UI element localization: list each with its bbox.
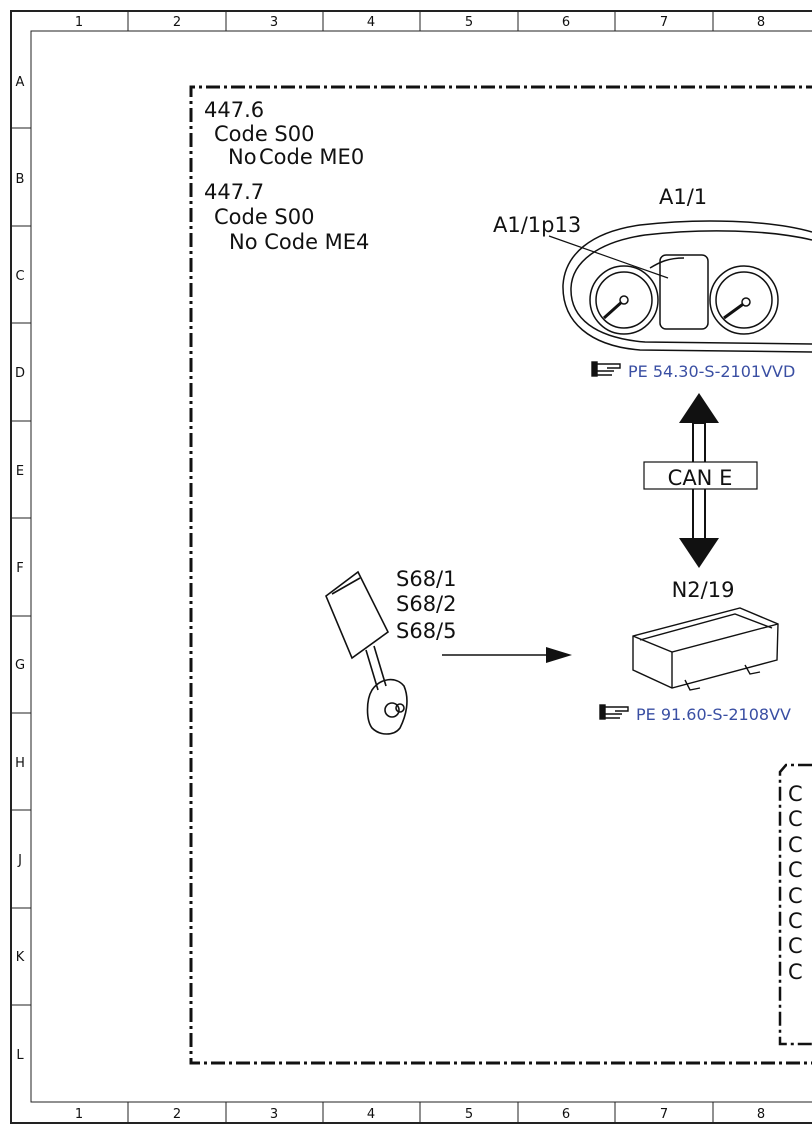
box-line: C [788, 909, 803, 933]
left-grid-ticks [11, 127, 31, 1006]
row-letter: J [17, 853, 22, 868]
note-number: 447.6 [204, 98, 264, 122]
note-condition: No Code ME4 [229, 230, 369, 254]
top-column-numbers: 1 2 3 4 5 6 7 8 [75, 15, 765, 30]
box-line: C [788, 782, 803, 806]
outer-frame [10, 10, 812, 1124]
box-line: C [788, 807, 803, 831]
note-condition: Code ME0 [259, 145, 364, 169]
signal-arrow [442, 647, 572, 663]
bottom-grid-ticks [127, 1102, 714, 1123]
box-line: C [788, 833, 803, 857]
note-code: Code S00 [214, 122, 315, 146]
module-reference-link[interactable]: PE 91.60-S-2108VV [636, 705, 791, 724]
row-letter: E [16, 464, 24, 479]
buckle-label: S68/2 [396, 592, 457, 616]
note-no-word: No [228, 145, 257, 169]
can-bus-label: CAN E [668, 466, 733, 490]
dash-dot-boundary [189, 85, 812, 1065]
column-number: 5 [465, 1107, 473, 1122]
row-letter: K [16, 950, 25, 965]
cluster-reference-link[interactable]: PE 54.30-S-2101VVD [628, 362, 795, 381]
cluster-display-label: A1/1p13 [493, 213, 581, 237]
box-line: C [788, 884, 803, 908]
right-code-box-border [778, 763, 812, 1046]
inner-frame [30, 30, 812, 1103]
row-letter: C [15, 269, 24, 284]
box-line: C [788, 934, 803, 958]
seat-belt-buckle-icon [325, 570, 408, 735]
can-bus-connection [643, 393, 758, 568]
column-number: 3 [270, 1107, 278, 1122]
column-number: 6 [562, 15, 570, 30]
bottom-column-numbers: 1 2 3 4 5 6 7 8 [75, 1107, 765, 1122]
column-number: 3 [270, 15, 278, 30]
column-number: 1 [75, 1107, 83, 1122]
row-letter: B [16, 172, 25, 187]
control-module-icon [632, 607, 779, 691]
pointing-hand-icon [591, 361, 621, 377]
column-number: 1 [75, 15, 83, 30]
box-line: C [788, 858, 803, 882]
column-number: 4 [367, 15, 375, 30]
cluster-label: A1/1 [659, 185, 707, 209]
top-grid-ticks [127, 11, 714, 31]
row-letter: G [15, 658, 25, 673]
row-letter: D [15, 366, 25, 381]
column-number: 2 [173, 1107, 181, 1122]
pointing-hand-icon [599, 704, 629, 720]
row-letters: A B C D E F G H J K L [15, 75, 25, 1063]
display-leader-line [548, 235, 669, 279]
column-number: 6 [562, 1107, 570, 1122]
row-letter: A [16, 75, 25, 90]
column-number: 7 [660, 15, 668, 30]
code-note-447-6: 447.6 Code S00 No Code ME0 [204, 98, 364, 169]
column-number: 2 [173, 15, 181, 30]
column-number: 7 [660, 1107, 668, 1122]
module-label: N2/19 [672, 578, 735, 602]
can-bus-label-box [643, 461, 758, 490]
column-number: 4 [367, 1107, 375, 1122]
buckle-label: S68/1 [396, 567, 457, 591]
buckle-label: S68/5 [396, 619, 457, 643]
code-note-447-7: 447.7 Code S00 No Code ME4 [204, 180, 369, 254]
note-number: 447.7 [204, 180, 264, 204]
column-number: 8 [757, 15, 765, 30]
note-code: Code S00 [214, 205, 315, 229]
row-letter: H [15, 756, 25, 771]
column-number: 8 [757, 1107, 765, 1122]
row-letter: F [16, 561, 23, 576]
instrument-cluster-icon [562, 220, 812, 353]
box-line: C [788, 960, 803, 984]
row-letter: L [16, 1048, 24, 1063]
column-number: 5 [465, 15, 473, 30]
right-code-box: C C C C C C C C [788, 782, 803, 984]
